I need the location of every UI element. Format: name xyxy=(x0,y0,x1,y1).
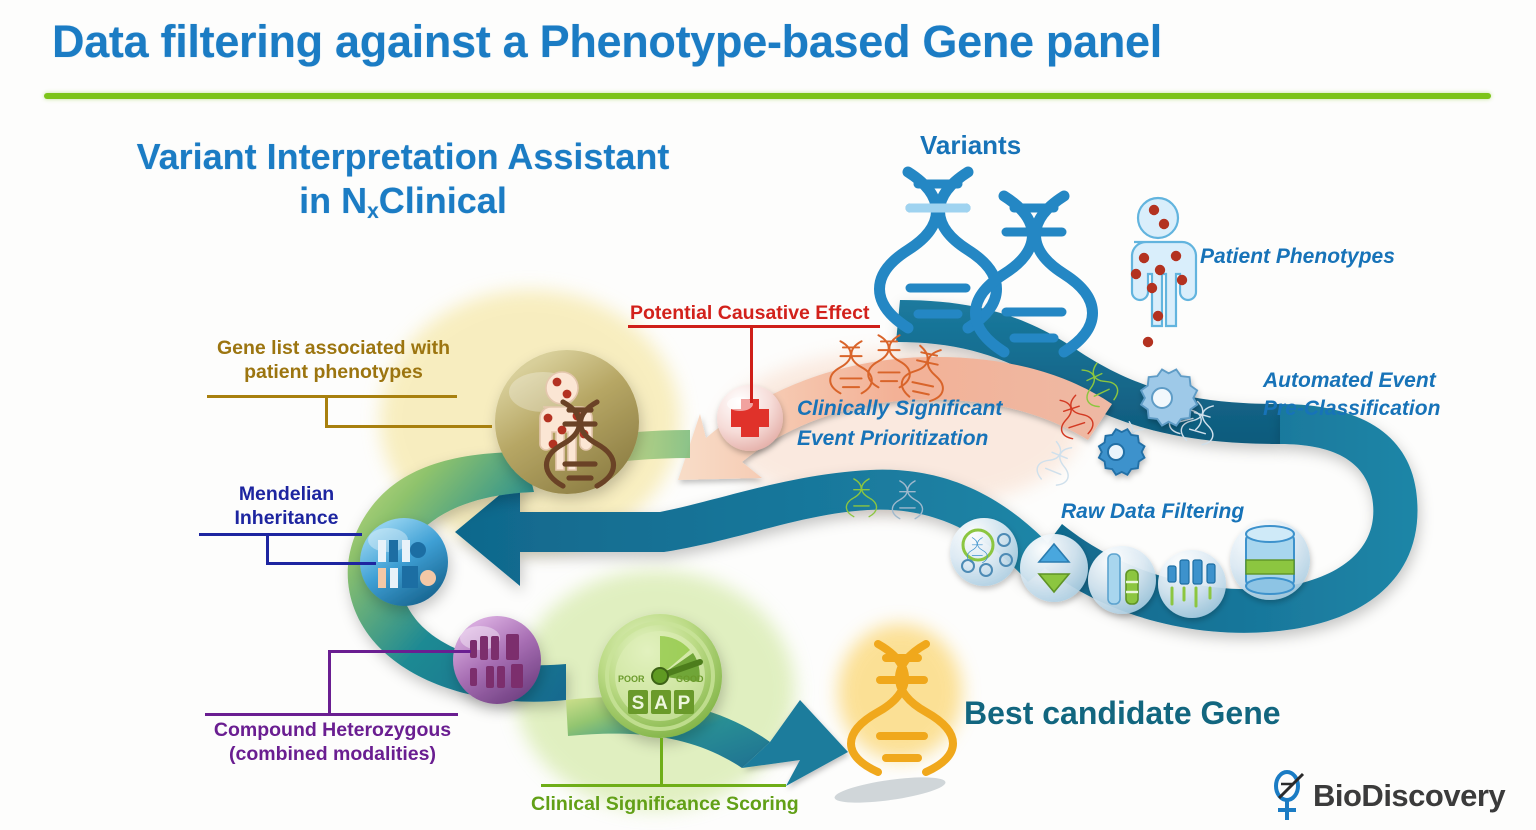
callout-potential-causative-effect-drop-line xyxy=(750,325,753,403)
ribbon-left-spiral-tail xyxy=(566,697,770,768)
ribbon-gold-segment xyxy=(520,430,690,480)
callout-compound-heterozygous-elbow-horizontal xyxy=(328,650,471,653)
label-variants: Variants xyxy=(920,130,1022,160)
chromosome-sphere-icon xyxy=(453,616,541,704)
label-clinically-significant-event-prioritization: Clinically Significant Event Prioritizat… xyxy=(797,397,1003,451)
callout-gene-list-rule xyxy=(207,395,457,398)
ribbon-left-spiral xyxy=(347,452,566,702)
gear-icon xyxy=(1097,368,1199,477)
svg-text:S: S xyxy=(632,693,645,714)
subtitle-line-2-prefix: in N xyxy=(299,179,368,221)
arrow-to-left xyxy=(455,469,1060,586)
dna-glow xyxy=(838,624,962,760)
patient-figure-icon xyxy=(1130,196,1198,348)
score-gauge-icon: POOR GOOD S A P xyxy=(598,614,722,738)
callout-potential-causative-effect-rule xyxy=(628,325,880,328)
callout-mendelian-inheritance-text: Mendelian Inheritance xyxy=(234,483,339,530)
callout-compound-heterozygous-elbow-vertical xyxy=(328,650,331,716)
page-title: Data filtering against a Phenotype-based… xyxy=(52,16,1162,67)
callout-clinical-significance-scoring-text: Clinical Significance Scoring xyxy=(531,793,799,815)
biodiscovery-logo-text: BioDiscovery xyxy=(1313,778,1506,813)
dna-filter-icon xyxy=(950,518,1018,586)
gene-phenotype-sphere-icon xyxy=(495,350,639,494)
decorative-shadow xyxy=(834,777,946,803)
gold-glow xyxy=(380,290,680,550)
biodiscovery-logo-mark xyxy=(1274,770,1305,820)
callout-gene-list-text: Gene list associated with patient phenot… xyxy=(217,337,450,384)
label-automated-event-preclassification: Automated Event Pre-Classification xyxy=(1263,369,1441,421)
callout-mendelian-inheritance-rule xyxy=(199,533,362,536)
callout-mendelian-inheritance-elbow-horizontal xyxy=(266,562,376,565)
arrow-bottom-right xyxy=(742,700,848,786)
callout-compound-heterozygous-rule xyxy=(205,713,458,716)
svg-text:A: A xyxy=(654,693,668,714)
track-bar-icon xyxy=(1088,546,1156,614)
title-accent-bar xyxy=(44,93,1491,99)
subtitle-line-2-suffix: Clinical xyxy=(378,179,507,221)
subtitle-line-1: Variant Interpretation Assistant xyxy=(136,136,670,177)
callout-gene-list-elbow-vertical xyxy=(325,395,328,428)
label-best-candidate-gene: Best candidate Gene xyxy=(964,695,1281,731)
dna-helix-icon xyxy=(874,166,1098,358)
golden-dna-icon xyxy=(847,640,957,776)
biodiscovery-logo: BioDiscovery xyxy=(1265,770,1506,822)
callout-potential-causative-effect-text: Potential Causative Effect xyxy=(630,302,870,324)
callout-mendelian-inheritance-elbow-vertical xyxy=(266,533,269,565)
callout-clinical-significance-scoring-rule xyxy=(541,784,786,787)
orange-dna-trio-icon xyxy=(829,334,944,403)
callout-clinical-significance-scoring-drop-line xyxy=(660,738,663,786)
chromosome-bands-icon xyxy=(1158,550,1226,618)
callout-gene-list-elbow-horizontal xyxy=(325,425,492,428)
sort-updown-icon xyxy=(1020,534,1088,602)
gauge-right-label: GOOD xyxy=(676,674,704,684)
label-raw-data-filtering: Raw Data Filtering xyxy=(1061,500,1245,523)
subtitle-line-2-subscript: x xyxy=(367,200,379,224)
subtitle-line-2: in NxClinical xyxy=(88,179,718,225)
callout-compound-heterozygous-text: Compound Heterozygous (combined modaliti… xyxy=(213,719,452,766)
label-patient-phenotypes: Patient Phenotypes xyxy=(1200,245,1395,268)
gauge-left-label: POOR xyxy=(618,674,645,684)
filter-sphere-row xyxy=(950,518,1310,618)
svg-text:P: P xyxy=(678,693,691,714)
subtitle: Variant Interpretation Assistant in NxCl… xyxy=(88,135,718,225)
green-glow xyxy=(515,570,795,810)
database-icon xyxy=(1230,520,1310,600)
